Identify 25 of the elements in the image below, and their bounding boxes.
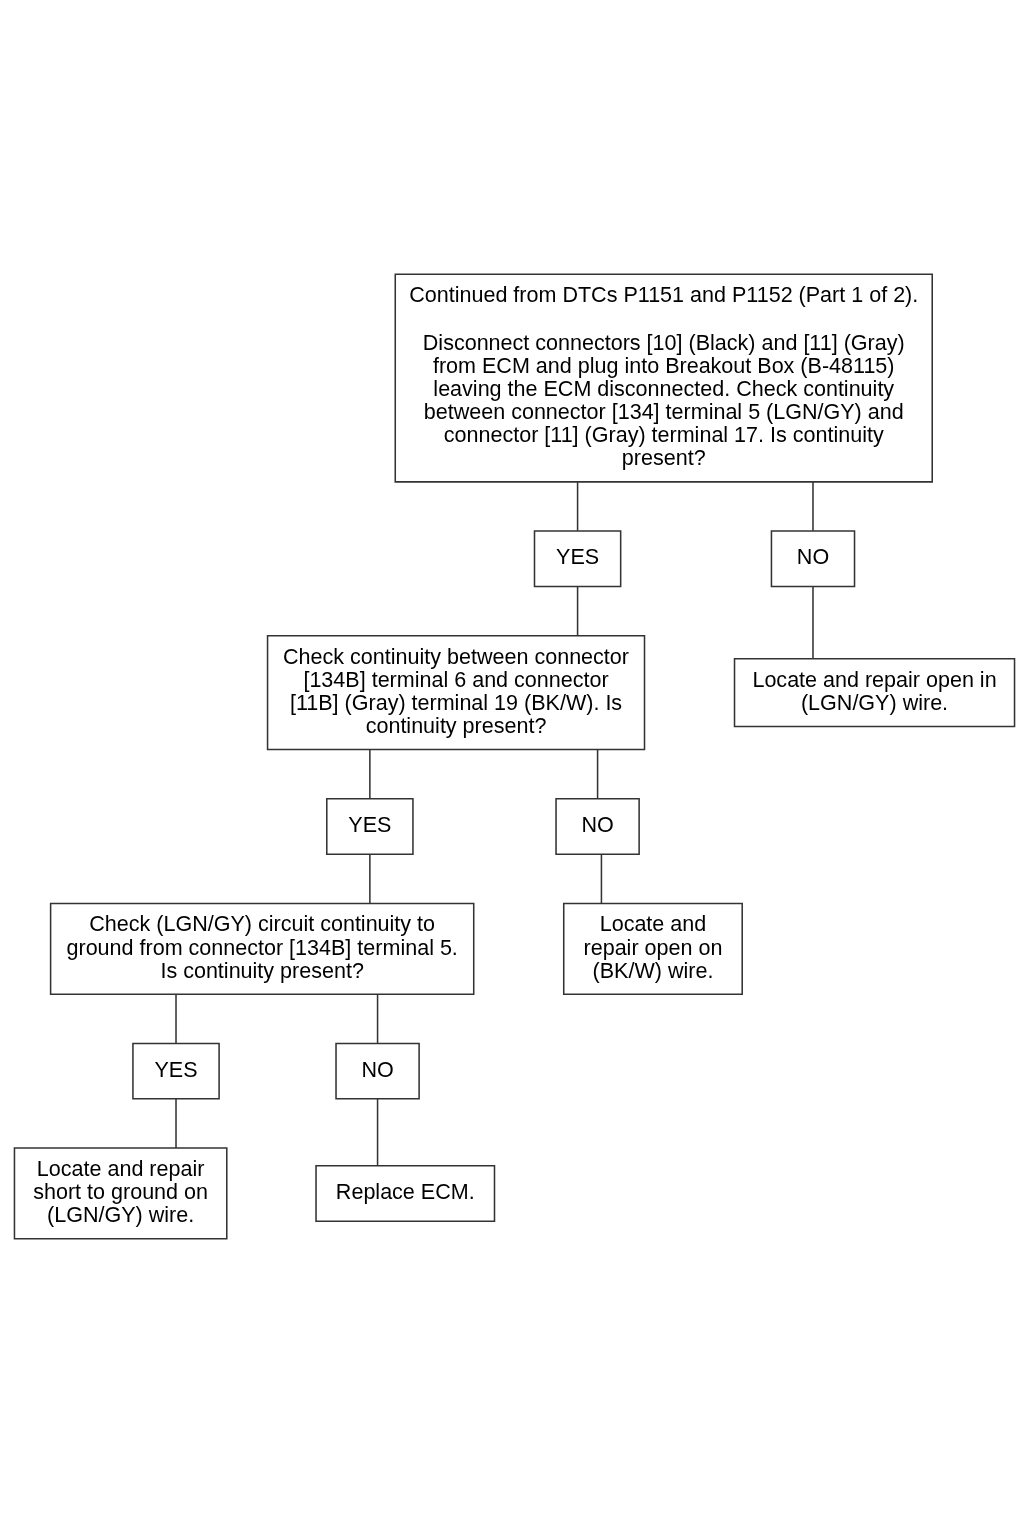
node-box: NO (555, 798, 640, 855)
connector (600, 853, 603, 905)
connector (812, 585, 814, 660)
connector (376, 993, 379, 1044)
node-box: NO (335, 1042, 420, 1100)
connector (369, 749, 371, 800)
node-box: Locate and repair short to ground on (LGN/GY) wire. (13, 1147, 228, 1240)
node-box: Continued from DTCs P1151 and P1152 (Part 1 of 2). Disconnect connectors [10] (Black) and [11] (Gray) from ECM and plug into Breakout Box (B-48115) leaving the ECM disconnected. Check continuity between connector [134] terminal 5 (LGN/GY) and connector [11] (Gray) terminal 17. Is continuity present? (394, 273, 933, 483)
connector (175, 993, 177, 1044)
connector (376, 1098, 379, 1167)
connector (576, 481, 579, 532)
node-box: Check (LGN/GY) circuit continuity to ground from connector [134B] terminal 5. Is continuity present? (49, 902, 475, 995)
node-box: YES (533, 530, 622, 588)
node-box: YES (326, 798, 414, 855)
node-box: Locate and repair open in (LGN/GY) wire. (733, 658, 1016, 728)
node-box: Locate and repair open on (BK/W) wire. (562, 902, 743, 995)
connector (576, 585, 579, 637)
connector (369, 853, 371, 905)
node-box: YES (132, 1042, 220, 1100)
connector (596, 749, 599, 800)
node-box: NO (770, 530, 856, 588)
node-box: Replace ECM. (315, 1165, 496, 1222)
connector (812, 481, 814, 532)
connector (175, 1098, 177, 1149)
node-box: Check continuity between connector [134B] terminal 6 and connector [11B] (Gray) terminal 19 (BK/W). Is continuity present? (266, 634, 646, 751)
